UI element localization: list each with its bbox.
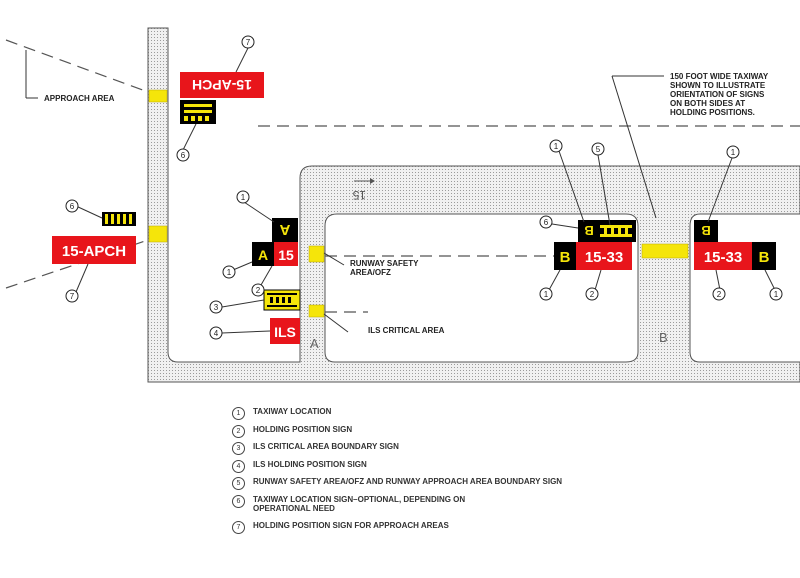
callout-number: 1	[241, 193, 246, 202]
sign-a-holding-runway: 15	[278, 247, 294, 263]
callout-circle	[549, 139, 563, 153]
legend-text: TAXIWAY LOCATION SIGN–OPTIONAL, DEPENDIN…	[253, 494, 466, 513]
runway-arrow-label: 15	[352, 188, 366, 202]
callout-number: 1	[227, 268, 232, 277]
callout-number: 6	[70, 202, 75, 211]
callout-number: 1	[554, 142, 559, 151]
callout-circle	[251, 283, 265, 297]
callout-leaders	[75, 47, 776, 334]
legend-number: 1	[232, 407, 245, 420]
callout-number: 2	[717, 290, 722, 299]
legend-item: 5 RUNWAY SAFETY AREA/OFZ AND RUNWAY APPRO…	[232, 477, 792, 495]
callout-circle	[585, 287, 599, 301]
callout-number: 2	[256, 286, 261, 295]
callout-circle	[209, 300, 223, 314]
legend-item: 4 ILS HOLDING POSITION SIGN	[232, 459, 792, 478]
sign-b-left-runway: 15-33	[585, 249, 623, 266]
sign-ils-holding: ILS	[270, 318, 300, 344]
legend-text: ILS HOLDING POSITION SIGN	[253, 459, 367, 469]
sign-a-location: A	[272, 218, 298, 242]
approach-area-label: APPROACH AREA	[44, 94, 115, 103]
legend-item: 7 HOLDING POSITION SIGN FOR APPROACH AREA…	[232, 520, 792, 539]
sign-apch-top: 15-APCH	[180, 72, 264, 98]
callout-number: 4	[214, 329, 219, 338]
callout-number: 1	[731, 148, 736, 157]
legend-text: TAXIWAY LOCATION	[253, 407, 332, 416]
sign-boundary-top	[180, 100, 216, 124]
sign-ils-boundary	[263, 289, 301, 311]
legend-text: HOLDING POSITION SIGN FOR APPROACH AREAS	[253, 520, 449, 530]
callout-circle	[539, 215, 553, 229]
ils-critical-label: ILS CRITICAL AREA	[368, 326, 445, 335]
callout-number: 1	[544, 290, 549, 299]
callout-circle	[539, 287, 553, 301]
legend: 1 TAXIWAY LOCATION 2 HOLDING POSITION SIGN 3…	[232, 407, 792, 539]
sign-ils-text: ILS	[274, 324, 296, 340]
callout-number: 6	[544, 218, 549, 227]
callout-circle	[236, 190, 250, 204]
sign-a-location-text: A	[279, 221, 290, 238]
callout-number: 1	[774, 290, 779, 299]
legend-item: 6 TAXIWAY LOCATION SIGN–OPTIONAL, DEPENDI…	[232, 494, 792, 521]
callout-circle	[712, 287, 726, 301]
ils-critical-annotation: ILS CRITICAL AREA	[323, 313, 445, 335]
sign-b-left-location: B	[578, 220, 636, 242]
legend-number: 6	[232, 494, 245, 508]
sign-b-right-holding: 15-33 B	[694, 242, 776, 270]
legend-text: HOLDING POSITION SIGN	[253, 424, 353, 434]
callout-circle	[241, 35, 255, 49]
legend-item: 1 TAXIWAY LOCATION	[232, 407, 792, 425]
callout-number: 2	[590, 290, 595, 299]
callout-circle	[65, 289, 79, 303]
runway-direction-arrow: 15	[352, 178, 375, 202]
callout-circle	[65, 199, 79, 213]
callout-number: 7	[246, 38, 251, 47]
sign-a-holding: A 15	[252, 242, 298, 266]
callout-circle	[222, 265, 236, 279]
sign-boundary-left	[102, 212, 136, 226]
legend-number: 2	[232, 424, 245, 438]
callout-circle	[209, 326, 223, 340]
legend-text: ILS CRITICAL AREA BOUNDARY SIGN	[253, 442, 399, 452]
taxiway-a-label: A	[310, 336, 319, 351]
callout-circle	[176, 148, 190, 162]
sign-apch-left: 15-APCH	[52, 236, 136, 264]
sign-apch-left-text: 15-APCH	[62, 243, 126, 260]
sign-a-holding-letter: A	[258, 247, 268, 263]
sign-b-left-holding: B 15-33	[554, 242, 632, 270]
callout-circle	[591, 142, 605, 156]
sign-b-right-runway: 15-33	[704, 249, 742, 266]
legend-text: RUNWAY SAFETY AREA/OFZ AND RUNWAY APPROA…	[253, 477, 563, 487]
callout-number: 6	[181, 151, 186, 160]
callout-number: 3	[214, 303, 219, 312]
callout-number: 5	[596, 145, 601, 154]
sign-b-left-location-text: B	[584, 223, 593, 238]
sign-b-right-letter: B	[759, 249, 770, 266]
legend-number: 7	[232, 520, 245, 534]
callout-circle	[769, 287, 783, 301]
sign-b-right-location: B	[694, 220, 718, 242]
legend-item: 3 ILS CRITICAL AREA BOUNDARY SIGN	[232, 442, 792, 460]
legend-number: 5	[232, 477, 245, 491]
hold-markings	[148, 89, 689, 318]
callout-circle	[726, 145, 740, 159]
sign-b-right-location-text: B	[701, 223, 710, 238]
legend-number: 3	[232, 442, 245, 456]
sign-apch-top-text: 15-APCH	[192, 77, 252, 93]
taxiway-b-label: B	[659, 330, 668, 345]
callout-number: 7	[70, 292, 75, 301]
legend-number: 4	[232, 459, 245, 473]
approach-area-annotation: APPROACH AREA	[25, 50, 115, 103]
legend-item: 2 HOLDING POSITION SIGN	[232, 424, 792, 443]
sign-b-left-letter: B	[560, 249, 571, 266]
